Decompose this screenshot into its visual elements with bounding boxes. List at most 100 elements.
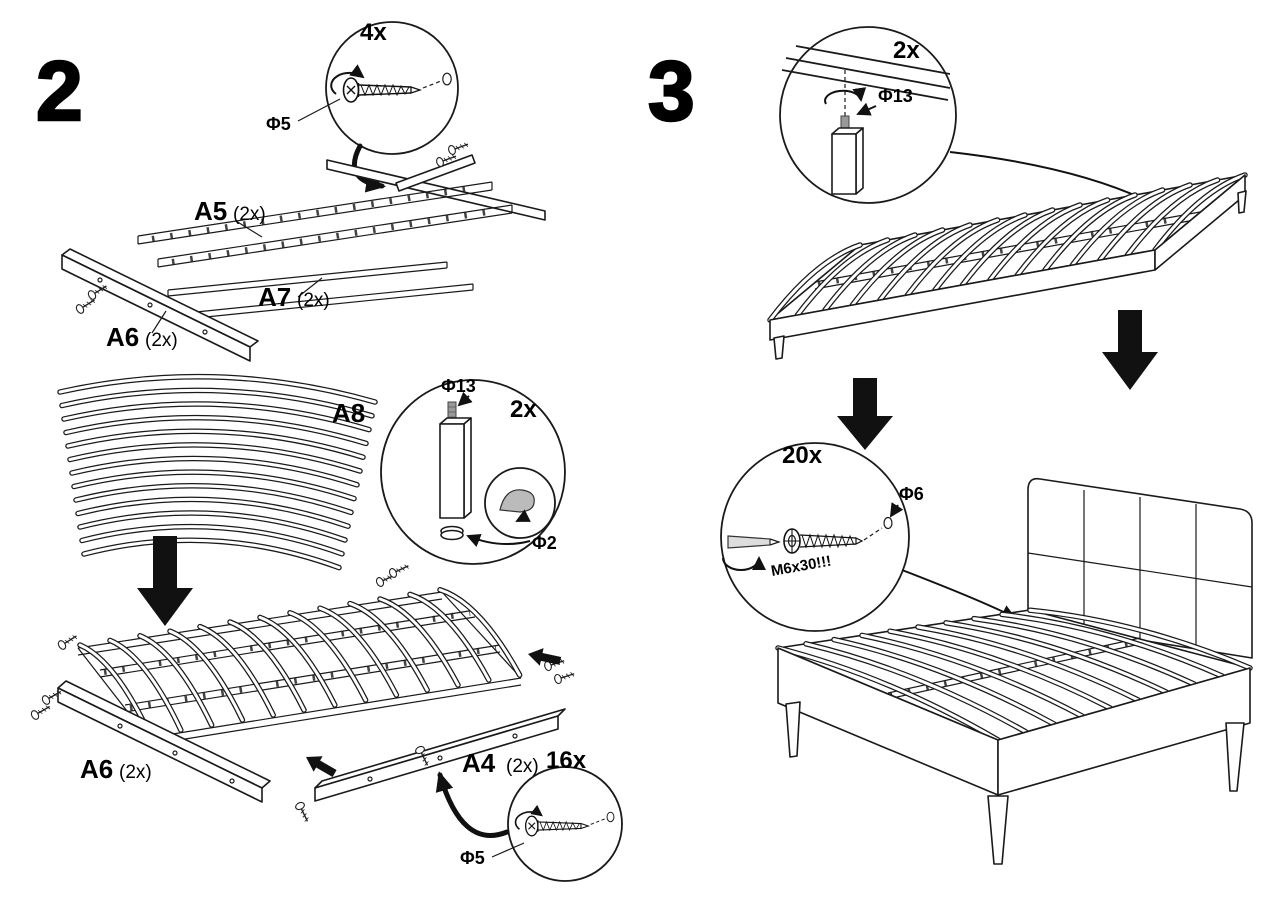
part-qty-a6-bottom: (2x) xyxy=(119,762,152,783)
frame-corner-beams xyxy=(781,45,951,101)
alignment-dashes xyxy=(863,527,883,541)
slat xyxy=(972,617,1196,686)
diameter-label: Φ13 xyxy=(441,376,476,396)
slat xyxy=(72,470,356,501)
bolt-tip xyxy=(855,537,864,545)
slat xyxy=(108,638,183,732)
callout-circle xyxy=(507,766,623,882)
part-label-a6-bottom: A6 xyxy=(80,754,113,784)
slat xyxy=(1043,193,1137,272)
glide-pad-icon xyxy=(440,529,464,541)
down-arrow-icon xyxy=(137,536,193,626)
side-rail-a6-front xyxy=(61,254,251,362)
qty-label: 2x xyxy=(510,396,537,423)
slat xyxy=(138,634,214,727)
slats xyxy=(767,172,1248,323)
qty-label: 16x xyxy=(546,747,587,774)
screw-hole xyxy=(147,302,153,308)
leg-callout-step2: Φ13 2x Φ2 xyxy=(380,376,566,565)
slat xyxy=(1071,188,1164,267)
inner-detail-circle xyxy=(484,467,556,539)
callout-circle xyxy=(720,442,910,632)
part-qty-a5: (2x) xyxy=(233,204,266,225)
qty-label: 20x xyxy=(782,442,823,469)
slat xyxy=(804,642,1028,734)
screw-hole xyxy=(117,723,123,729)
bed-leg xyxy=(987,795,1009,865)
leader-line xyxy=(235,220,263,238)
glide-detail-icon xyxy=(499,489,535,513)
slat xyxy=(933,213,1027,292)
slats xyxy=(775,607,1253,743)
insert-arrow-icon xyxy=(526,645,563,670)
slat xyxy=(74,484,353,514)
diameter-label: Φ6 xyxy=(899,484,924,504)
slat xyxy=(318,606,398,697)
slat xyxy=(888,629,1112,710)
slat xyxy=(378,597,460,687)
bed-leg xyxy=(1225,722,1245,792)
slat xyxy=(76,497,350,528)
diameter-label: Φ5 xyxy=(460,848,485,868)
slat xyxy=(906,218,999,297)
down-arrow-icon xyxy=(837,378,893,450)
slat xyxy=(58,375,377,404)
step3-section: 3 2x Φ13 xyxy=(647,26,1253,865)
slat xyxy=(228,620,306,712)
leg-callout-step3: 2x Φ13 xyxy=(779,26,1190,226)
slat xyxy=(768,243,862,322)
slat xyxy=(776,646,1000,742)
qty-label: 2x xyxy=(893,37,920,64)
part-qty-a7: (2x) xyxy=(297,290,330,311)
stud-threads xyxy=(448,406,456,418)
screw-hole xyxy=(437,755,443,761)
bed-side-face xyxy=(997,667,1251,796)
screw-icon xyxy=(516,812,614,836)
part-label-a4: A4 xyxy=(462,748,496,778)
bracket-clips xyxy=(129,645,497,711)
frame-assembly-step2: A5 (2x) A7 (2x) A6 (2x) xyxy=(61,139,546,362)
slat xyxy=(1098,183,1192,262)
screw-callout-4x: 4x Φ5 xyxy=(266,19,459,193)
part-label-a7: A7 xyxy=(258,282,291,312)
callout-circle xyxy=(779,26,957,204)
slat xyxy=(916,625,1140,702)
screw-icon xyxy=(552,668,577,686)
screw-icon xyxy=(387,560,412,580)
side-rail-a6-front xyxy=(57,687,263,803)
slat xyxy=(851,228,944,307)
pointer-arrow xyxy=(856,102,877,116)
slat xyxy=(408,592,491,682)
callout-circle xyxy=(380,379,566,565)
leader-line xyxy=(297,98,341,122)
slat-base-step3 xyxy=(767,172,1248,360)
pointer-arrow xyxy=(466,534,531,547)
callout-circle xyxy=(325,21,459,155)
slat xyxy=(66,429,365,459)
slat xyxy=(288,611,368,702)
leader-line xyxy=(297,277,323,298)
pointer-arrow xyxy=(515,509,531,522)
side-rail-a4-front xyxy=(314,715,559,802)
slats xyxy=(77,587,523,738)
screw-icon xyxy=(293,800,313,824)
leg-side xyxy=(463,417,472,519)
screw-icon xyxy=(331,73,451,102)
screw-callout-16x: 16x Φ5 xyxy=(435,747,623,882)
screw-icon xyxy=(56,631,80,652)
screw-hole xyxy=(367,776,373,782)
leg-stub xyxy=(773,335,785,360)
slat xyxy=(258,615,337,707)
callout-arrow xyxy=(435,771,510,838)
pointer-arrow xyxy=(889,502,904,518)
leader-line xyxy=(151,310,167,334)
slat-rail-a7-1 xyxy=(167,261,448,297)
screw-icon xyxy=(29,701,53,722)
slat xyxy=(1000,612,1224,678)
slat xyxy=(82,538,341,570)
screw-hole xyxy=(512,733,518,739)
leg-front xyxy=(439,423,465,519)
screw-hole xyxy=(229,778,235,784)
slat xyxy=(60,388,374,418)
